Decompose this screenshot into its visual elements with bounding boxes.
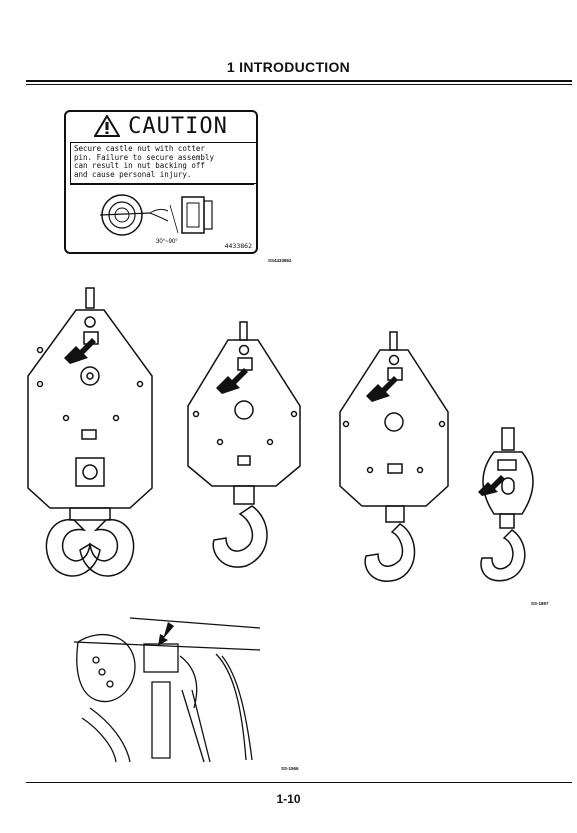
caution-line: and cause personal injury. — [74, 170, 192, 180]
hook-block-large — [27, 287, 153, 577]
caution-header: CAUTION — [66, 112, 256, 140]
part-number: 4433862 — [224, 242, 252, 250]
castle-nut-illustration: 30°~90° — [70, 184, 254, 247]
hook-block-narrow — [339, 331, 449, 582]
hook-blocks-illustration — [27, 287, 534, 582]
caution-line: pin. Failure to secure assembly — [74, 152, 214, 162]
caution-line: can result in nut backing off — [74, 161, 205, 171]
caution-text: Secure castle nut with cotter pin. Failu… — [70, 142, 258, 184]
header-rule — [26, 80, 572, 82]
hook-block-medium — [187, 321, 301, 568]
page-title: 1 INTRODUCTION — [226, 59, 351, 75]
footer-rule — [26, 782, 572, 783]
blocks-ref: SS-1897 — [531, 601, 549, 606]
caution-decal: CAUTION Secure castle nut with cotter pi… — [64, 110, 258, 254]
decal-ref: SS4433862 — [268, 258, 292, 263]
page-number: 1-10 — [276, 792, 301, 806]
headache-ball — [480, 427, 534, 582]
boom-ref: SS-1566 — [281, 766, 299, 771]
angle-label: 30°~90° — [156, 239, 178, 245]
boom-tip-illustration — [73, 617, 260, 763]
caution-heading: CAUTION — [128, 113, 228, 139]
caution-line: Secure castle nut with cotter — [74, 144, 205, 153]
header-rule-thin — [26, 84, 572, 85]
warning-triangle-icon — [94, 115, 121, 137]
